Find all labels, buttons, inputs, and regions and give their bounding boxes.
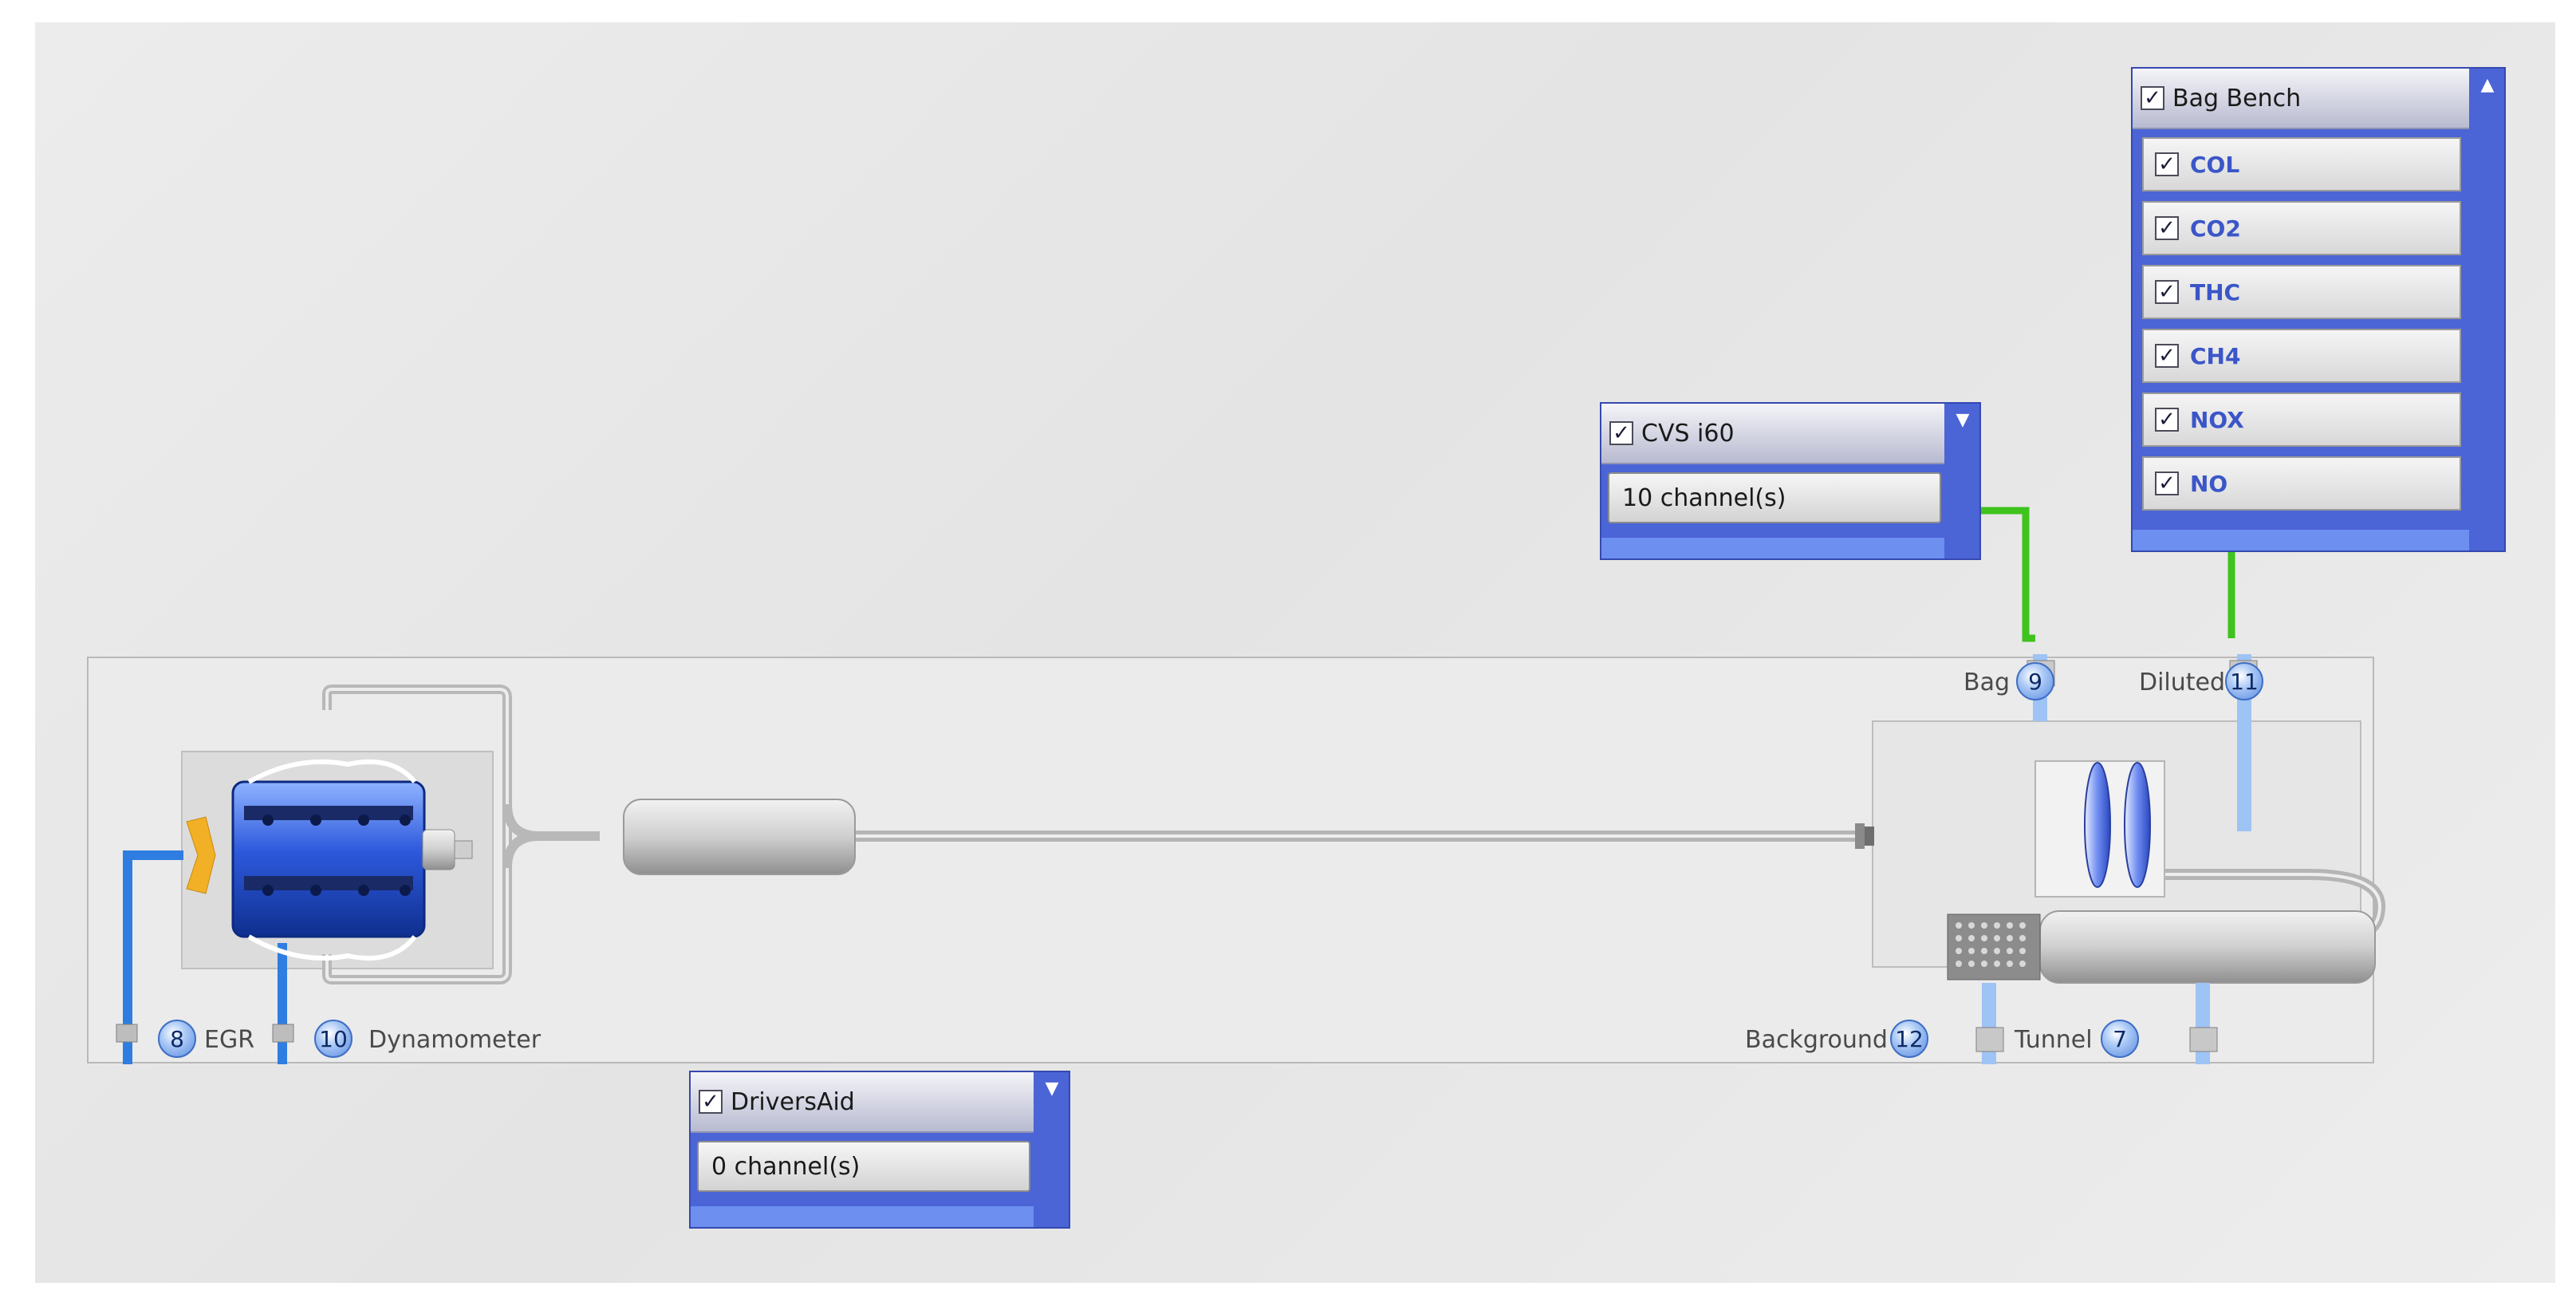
cvs-checkbox[interactable]: ✓: [1609, 421, 1633, 445]
system-diagram: [87, 507, 2386, 1064]
lens-right: [2124, 762, 2151, 888]
bag-bench-item-co2[interactable]: ✓ CO2: [2142, 201, 2461, 255]
collapse-triangle-icon[interactable]: ▲: [2480, 75, 2495, 95]
dynamometer-port-number: 10: [314, 1020, 353, 1058]
bag-bench-panel-header[interactable]: ✓ Bag Bench: [2133, 69, 2469, 129]
lens-left: [2084, 762, 2111, 888]
no-label: NO: [2190, 470, 2228, 497]
bag-bench-item-ch4[interactable]: ✓ CH4: [2142, 329, 2461, 383]
check-icon: ✓: [2158, 344, 2176, 368]
cvs-panel: ✓ CVS i60 ▼ 10 channel(s): [1600, 402, 1981, 560]
co2-label: CO2: [2190, 215, 2241, 242]
background-port-number: 12: [1890, 1020, 1928, 1058]
col-checkbox[interactable]: ✓: [2155, 152, 2179, 176]
nox-label: NOX: [2190, 406, 2244, 433]
nox-checkbox[interactable]: ✓: [2155, 408, 2179, 432]
check-icon: ✓: [2158, 152, 2176, 176]
check-icon: ✓: [2144, 86, 2161, 110]
engine-fan: [186, 816, 216, 894]
col-label: COL: [2190, 151, 2240, 178]
bag-bench-item-thc[interactable]: ✓ THC: [2142, 265, 2461, 319]
diluted-port-number: 11: [2225, 662, 2263, 700]
dynamometer-port-label: Dynamometer: [368, 1026, 542, 1054]
check-icon: ✓: [1613, 421, 1630, 445]
drivers-aid-panel-footer: [691, 1206, 1034, 1227]
muffler: [623, 799, 856, 875]
thc-label: THC: [2190, 278, 2241, 306]
drivers-aid-panel: ✓ DriversAid ▼ 0 channel(s): [689, 1071, 1070, 1229]
bag-port-label: Bag: [1964, 669, 2011, 696]
bag-bench-item-nox[interactable]: ✓ NOX: [2142, 393, 2461, 447]
check-icon: ✓: [702, 1090, 719, 1114]
expand-triangle-icon[interactable]: ▼: [1956, 410, 1970, 430]
drivers-aid-panel-title: DriversAid: [731, 1087, 855, 1116]
cvs-channel-count[interactable]: 10 channel(s): [1608, 472, 1941, 523]
drivers-aid-checkbox[interactable]: ✓: [699, 1090, 723, 1114]
ch4-checkbox[interactable]: ✓: [2155, 344, 2179, 368]
egr-port-number: 8: [158, 1020, 196, 1058]
diagram-canvas: 8 EGR 10 Dynamometer Bag 9 Diluted 11 Ba…: [35, 22, 2555, 1283]
co2-checkbox[interactable]: ✓: [2155, 216, 2179, 240]
cvs-panel-header[interactable]: ✓ CVS i60: [1601, 404, 1944, 464]
check-icon: ✓: [2158, 280, 2176, 304]
bag-bench-panel-footer: [2133, 530, 2469, 550]
bag-port-number: 9: [2016, 662, 2054, 700]
bag-bench-panel: ✓ Bag Bench ▲ ✓ COL ✓ CO2 ✓ THC ✓ CH4 ✓ …: [2131, 67, 2506, 552]
cvs-panel-title: CVS i60: [1641, 419, 1735, 448]
egr-pipe: [123, 850, 183, 1064]
cvs-panel-footer: [1601, 538, 1944, 558]
check-icon: ✓: [2158, 408, 2176, 432]
check-icon: ✓: [2158, 472, 2176, 495]
drivers-aid-channel-count[interactable]: 0 channel(s): [697, 1141, 1030, 1192]
background-port-label: Background: [1745, 1026, 1888, 1054]
bag-bench-item-col[interactable]: ✓ COL: [2142, 137, 2461, 191]
no-checkbox[interactable]: ✓: [2155, 472, 2179, 495]
tunnel-port-label: Tunnel: [2015, 1026, 2093, 1054]
dilution-tunnel: [2039, 910, 2376, 984]
bag-bench-item-no[interactable]: ✓ NO: [2142, 456, 2461, 511]
expand-triangle-icon[interactable]: ▼: [1045, 1079, 1059, 1099]
tunnel-port-number: 7: [2101, 1020, 2139, 1058]
egr-port-label: EGR: [204, 1026, 255, 1054]
engine-block: [231, 780, 426, 938]
bag-bench-panel-title: Bag Bench: [2172, 84, 2302, 112]
ch4-label: CH4: [2190, 342, 2241, 369]
bag-bench-checkbox[interactable]: ✓: [2141, 86, 2164, 110]
thc-checkbox[interactable]: ✓: [2155, 280, 2179, 304]
check-icon: ✓: [2158, 216, 2176, 240]
diluted-port-label: Diluted: [2139, 669, 2226, 696]
drivers-aid-panel-header[interactable]: ✓ DriversAid: [691, 1072, 1034, 1133]
